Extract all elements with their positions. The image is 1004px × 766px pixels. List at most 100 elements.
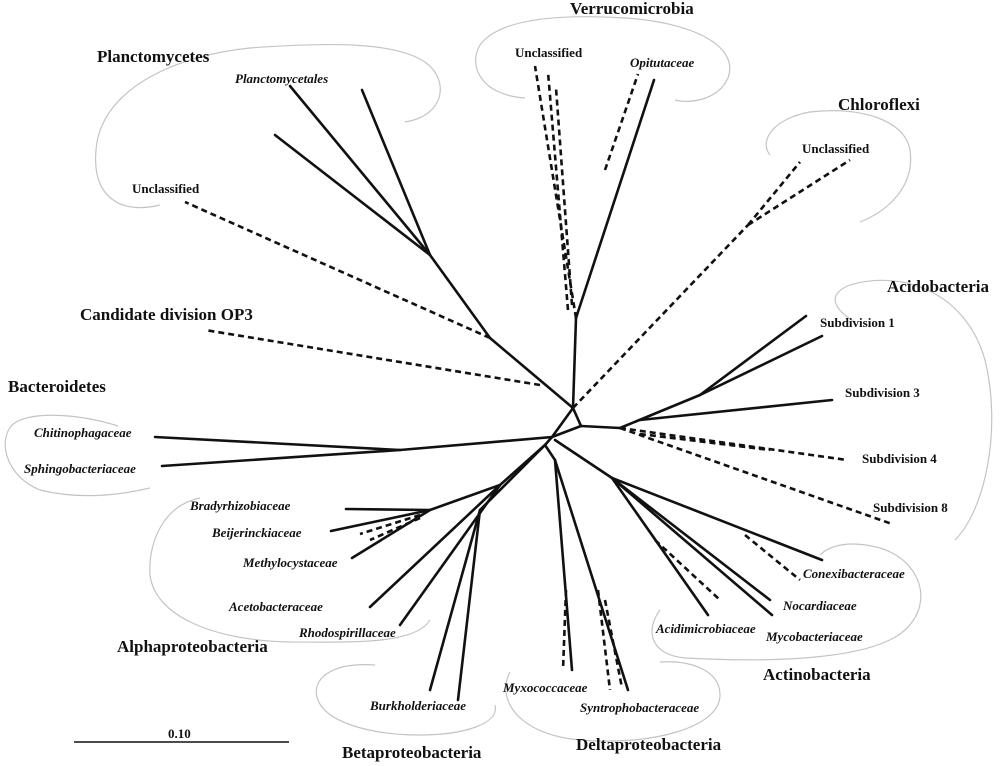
branch-delta-stem bbox=[543, 443, 557, 462]
branch-verruco-unclassified-1 bbox=[533, 65, 578, 319]
branch-planctomycetales-2 bbox=[360, 88, 432, 257]
phylum-label-betaproteobacteria: Betaproteobacteria bbox=[342, 743, 482, 762]
taxon-label-subdivision-3: Subdivision 3 bbox=[845, 385, 920, 400]
branch-acidimicrobiaceae bbox=[610, 476, 710, 617]
branch-opitutaceae bbox=[574, 78, 656, 320]
branch-syntrophobacteraceae bbox=[553, 458, 630, 692]
taxon-label-plancto-unclassified: Unclassified bbox=[132, 181, 200, 196]
branch-beta-stem bbox=[478, 443, 547, 512]
clade-outline-actinobacteria bbox=[651, 543, 922, 661]
branch-verruco-unclassified-3 bbox=[554, 87, 574, 306]
taxon-label-burkholderiaceae: Burkholderiaceae bbox=[369, 698, 466, 713]
branch-subdivision-1b bbox=[698, 334, 824, 397]
taxon-label-chloroflexi-unclassified: Unclassified bbox=[802, 141, 870, 156]
branch-proteobacteria-stem bbox=[543, 424, 583, 447]
scale-bar: 0.10 bbox=[74, 726, 289, 743]
branch-subdivision-8 bbox=[619, 426, 893, 526]
taxon-label-beijerinckiaceae: Beijerinckiaceae bbox=[211, 525, 302, 540]
taxon-labels: Unclassified Opitutaceae Planctomycetale… bbox=[24, 45, 948, 715]
taxon-label-rhodospirillaceae: Rhodospirillaceae bbox=[298, 625, 396, 640]
branch-sphingobacteriaceae bbox=[160, 448, 402, 468]
taxon-label-opitutaceae: Opitutaceae bbox=[630, 55, 694, 70]
branch-actinobacteria-stem bbox=[553, 438, 614, 480]
branch-mycobacteriaceae bbox=[610, 476, 774, 617]
branch-subdivision-3 bbox=[638, 398, 834, 422]
branch-burkholderiaceae-2 bbox=[456, 508, 482, 702]
taxon-label-subdivision-1: Subdivision 1 bbox=[820, 315, 895, 330]
clade-outline-planctomycetes bbox=[95, 43, 441, 209]
branch-syntrophobacteraceae-dashed-2 bbox=[603, 599, 624, 689]
branch-op3 bbox=[204, 328, 541, 387]
branch-methylocystaceae bbox=[350, 508, 432, 560]
branch-chloroflexi-1 bbox=[746, 161, 802, 226]
phylum-label-op3: Candidate division OP3 bbox=[80, 305, 253, 324]
taxon-label-syntrophobacteraceae: Syntrophobacteraceae bbox=[580, 700, 699, 715]
branch-beijerinckiaceae bbox=[329, 508, 432, 533]
taxon-label-verruco-unclassified: Unclassified bbox=[515, 45, 583, 60]
branch-verruco-unclassified-2 bbox=[546, 71, 570, 311]
taxon-label-planctomycetales: Planctomycetales bbox=[235, 71, 328, 86]
branch-subdivision-1a bbox=[698, 314, 808, 397]
clade-outline-verrucomicrobia bbox=[475, 16, 731, 102]
branch-subdivision-4a bbox=[619, 426, 848, 462]
clade-outline-chloroflexi bbox=[765, 110, 912, 223]
branch-syntrophobacteraceae-dashed-1 bbox=[596, 589, 612, 691]
clade-outline-bacteroidetes bbox=[4, 414, 151, 497]
scale-bar-label: 0.10 bbox=[168, 726, 191, 741]
phylum-label-deltaproteobacteria: Deltaproteobacteria bbox=[576, 735, 722, 754]
clade-outlines bbox=[4, 16, 993, 742]
clade-outline-acidobacteria bbox=[834, 279, 993, 541]
phylum-label-bacteroidetes: Bacteroidetes bbox=[8, 377, 106, 396]
branch-nocardiaceae bbox=[610, 476, 772, 602]
taxon-label-bradyrhizobiaceae: Bradyrhizobiaceae bbox=[189, 498, 291, 513]
phylum-label-acidobacteria: Acidobacteria bbox=[887, 277, 989, 296]
taxon-label-acetobacteraceae: Acetobacteraceae bbox=[228, 599, 323, 614]
branch-burkholderiaceae-1 bbox=[428, 508, 482, 692]
phylum-label-chloroflexi: Chloroflexi bbox=[838, 95, 920, 114]
branch-conexibacteraceae bbox=[610, 476, 824, 562]
taxon-label-myxococcaceae: Myxococcaceae bbox=[502, 680, 588, 695]
taxon-label-mycobacteriaceae: Mycobacteriaceae bbox=[765, 629, 863, 644]
branch-chloroflexi bbox=[572, 224, 749, 409]
taxon-label-conexibacteraceae: Conexibacteraceae bbox=[803, 566, 905, 581]
branch-chitinophagaceae bbox=[153, 435, 402, 452]
taxon-label-chitinophagaceae: Chitinophagaceae bbox=[34, 425, 132, 440]
tree-branches bbox=[153, 65, 893, 702]
branch-conexibacteraceae-dashed bbox=[744, 533, 801, 582]
taxon-label-sphingobacteriaceae: Sphingobacteriaceae bbox=[24, 461, 136, 476]
clade-outline-deltaproteobacteria bbox=[505, 661, 721, 742]
branch-root bbox=[571, 406, 583, 428]
branch-alpha-stem bbox=[428, 443, 547, 512]
branch-acidimicrobiaceae-dashed bbox=[654, 539, 721, 601]
branch-myxococcaceae-dashed bbox=[561, 589, 568, 671]
branch-planctomycetes-unclassified bbox=[184, 200, 491, 340]
taxon-label-subdivision-4: Subdivision 4 bbox=[862, 451, 937, 466]
branch-methylocystaceae-dashed bbox=[369, 516, 421, 542]
branch-bradyrhizobiaceae bbox=[344, 507, 432, 512]
branch-acidobacteria-inner bbox=[618, 393, 702, 430]
branch-opitutaceae-dashed bbox=[603, 73, 640, 171]
branch-verrucomicrobia-stem bbox=[571, 316, 578, 410]
clade-outline-betaproteobacteria bbox=[315, 664, 496, 736]
branch-planctomycetes-3 bbox=[273, 133, 432, 257]
taxon-label-subdivision-8: Subdivision 8 bbox=[873, 500, 948, 515]
branch-acidobacteria-stem bbox=[579, 424, 622, 430]
branch-chloroflexi-2 bbox=[747, 158, 851, 227]
phylum-label-planctomycetes: Planctomycetes bbox=[97, 47, 210, 66]
branch-planctomycetales-1 bbox=[288, 84, 432, 257]
branch-myxococcaceae bbox=[553, 458, 574, 672]
branch-subdivision-4b bbox=[639, 432, 771, 452]
branch-planctomycetes-stem bbox=[428, 253, 575, 410]
taxon-label-acidimicrobiaceae: Acidimicrobiaceae bbox=[655, 621, 756, 636]
phylum-label-alphaproteobacteria: Alphaproteobacteria bbox=[117, 637, 268, 656]
clade-outline-alphaproteobacteria bbox=[149, 497, 431, 643]
branch-beijerinckiaceae-dashed bbox=[359, 513, 421, 536]
phylum-label-verrucomicrobia: Verrucomicrobia bbox=[570, 0, 694, 18]
branch-acetobacteraceae bbox=[368, 483, 502, 609]
phylum-label-actinobacteria: Actinobacteria bbox=[763, 665, 871, 684]
taxon-label-nocardiaceae: Nocardiaceae bbox=[782, 598, 857, 613]
phylum-labels: Verrucomicrobia Planctomycetes Chlorofle… bbox=[8, 0, 989, 762]
taxon-label-methylocystaceae: Methylocystaceae bbox=[242, 555, 338, 570]
